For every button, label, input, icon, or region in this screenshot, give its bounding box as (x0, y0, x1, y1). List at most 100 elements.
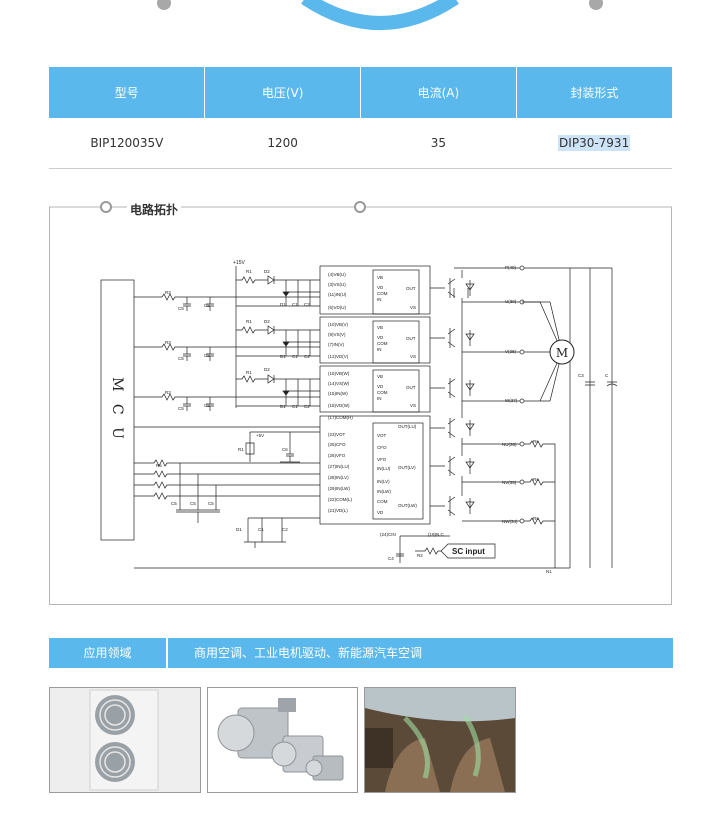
pin-in-lu: (27)IN(LU) (328, 464, 350, 469)
photo-servo-motors (207, 687, 358, 793)
pin-v-in: (7)IN(V) (328, 342, 344, 347)
hs-w-vd: VD (377, 384, 384, 389)
hs-v-vs: VS (410, 354, 416, 359)
hs-w-vs: VS (410, 403, 416, 408)
photo-air-conditioner (49, 687, 201, 793)
hs-w-vb: VB (377, 374, 383, 379)
sc-input-tag: SC input (440, 543, 496, 559)
pin-u-vd: (6)VD(U) (328, 305, 346, 310)
deco-dot-right (589, 0, 603, 10)
pin-u: U(39) (505, 299, 517, 304)
table-header-row: 型号 电压(V) 电流(A) 封装形式 (49, 67, 672, 118)
cell-voltage: 1200 (204, 118, 361, 169)
label-d1-v: D1 (280, 354, 286, 359)
hs-w-out: OUT (406, 385, 416, 390)
label-c2b-u: C2 (204, 303, 210, 308)
hs-u-out: OUT (406, 286, 416, 291)
label-r1-v: R1 (246, 319, 252, 324)
hs-w-com: COM (377, 390, 388, 395)
hs-u-com: COM (377, 291, 388, 296)
pin-v-vb: (10)VB(V) (328, 322, 349, 327)
pin-in-lw: (29)IN(LW) (328, 486, 350, 491)
cell-package: DIP30-7931 (516, 118, 672, 169)
hs-v-vd: VD (377, 335, 384, 340)
motor-symbol: M (549, 339, 575, 365)
ls-aux-components (134, 268, 571, 569)
motor-label: M (556, 346, 568, 360)
label-rs-v: Rs (533, 477, 539, 482)
label-r3-u: R3 (165, 290, 171, 295)
label-d1-w: D1 (280, 404, 286, 409)
label-c2b-v: C2 (204, 353, 210, 358)
label-c5-b: C5 (190, 501, 196, 506)
pin-vd-l: (21)VD(L) (328, 508, 348, 513)
pin-u-vs: (3)VS(U) (328, 282, 346, 287)
label-rs-u: Rs (533, 439, 539, 444)
spec-table: 型号 电压(V) 电流(A) 封装形式 BIP120035V 1200 35 D… (49, 67, 672, 169)
label-c5-v: C5 (178, 356, 184, 361)
table-row: BIP120035V 1200 35 DIP30-7931 (49, 118, 672, 169)
ls-in-lu: IN(LU) (377, 466, 391, 471)
hs-u-in: IN (377, 297, 382, 302)
hs-v-out: OUT (406, 336, 416, 341)
label-r3-v: R3 (165, 340, 171, 345)
ls-vot: VOT (377, 433, 387, 438)
pin-vfo: (26)VFO (328, 453, 346, 458)
pin-w-vb: (16)VB(W) (328, 371, 350, 376)
circuit-frame (49, 207, 672, 605)
label-c1-w: C1 (292, 404, 298, 409)
label-d1-u: D1 (280, 302, 286, 307)
label-c1-l: C1 (258, 527, 264, 532)
label-c2-w: C2 (304, 404, 310, 409)
ls-cfo: CFO (377, 445, 387, 450)
application-label: 应用领域 (49, 638, 168, 668)
pin-w-vs: (14)VS(W) (328, 381, 350, 386)
label-c5-a: C5 (171, 501, 177, 506)
label-c6: C6 (282, 447, 288, 452)
pin-nu: NU(36) (502, 442, 517, 447)
ls-out-lu: OUT(LU) (398, 424, 417, 429)
pin-vot: (23)VOT (328, 432, 346, 437)
header-package: 封装形式 (515, 67, 672, 118)
pin-com-h: (17)COM(H) (328, 415, 353, 420)
igbt-bridge (430, 265, 618, 568)
label-r1-u: R1 (246, 269, 252, 274)
hs-v-com: COM (377, 341, 388, 346)
sc-input-label: SC input (452, 547, 485, 556)
label-d2-w: D2 (264, 367, 270, 372)
header-model: 型号 (49, 67, 205, 118)
ls-out-lw: OUT(LW) (398, 503, 417, 508)
hs-driver-v (319, 316, 431, 364)
label-d1-l: D1 (236, 527, 242, 532)
label-rs-w: Rs (533, 516, 539, 521)
mcu-block (100, 279, 135, 541)
label-n1: N1 (546, 569, 552, 574)
label-r1-w: R1 (246, 370, 252, 375)
ls-in-lw: IN(LW) (377, 489, 391, 494)
label-r2: R2 (417, 553, 423, 558)
ls-vfo: VFO (377, 457, 387, 462)
label-r3-w: R3 (165, 390, 171, 395)
cell-model: BIP120035V (49, 118, 205, 169)
ls-in-lv: IN(LV) (377, 479, 390, 484)
label-c1-u: C1 (292, 302, 298, 307)
pin-v-vd: (12)VD(V) (328, 354, 349, 359)
hs-v-vb: VB (377, 325, 383, 330)
label-c2b-w: C2 (204, 403, 210, 408)
label-c1-v: C1 (292, 354, 298, 359)
circuit-title: 电路拓扑 (127, 201, 182, 218)
label-c5-u: C5 (178, 306, 184, 311)
circuit-header-dot-right (354, 201, 366, 213)
label-vcc5: +5V (256, 433, 264, 438)
label-c: C (605, 373, 609, 378)
ls-out-lv: OUT(LV) (398, 465, 416, 470)
pin-com-l: (22)COM(L) (328, 497, 353, 502)
air-conditioner-icon (89, 689, 159, 791)
pin-nc: (19)N.C (428, 532, 445, 537)
pin-w-vd: (18)VD(W) (328, 403, 350, 408)
top-decoration (157, 0, 603, 30)
pin-cin: (24)CIN (380, 532, 396, 537)
circuit-schematic: M C U +15V VB VD COM IN OUT VS VB VD COM… (100, 260, 618, 574)
deco-dot-left (157, 0, 171, 10)
label-c5-w: C5 (178, 406, 184, 411)
